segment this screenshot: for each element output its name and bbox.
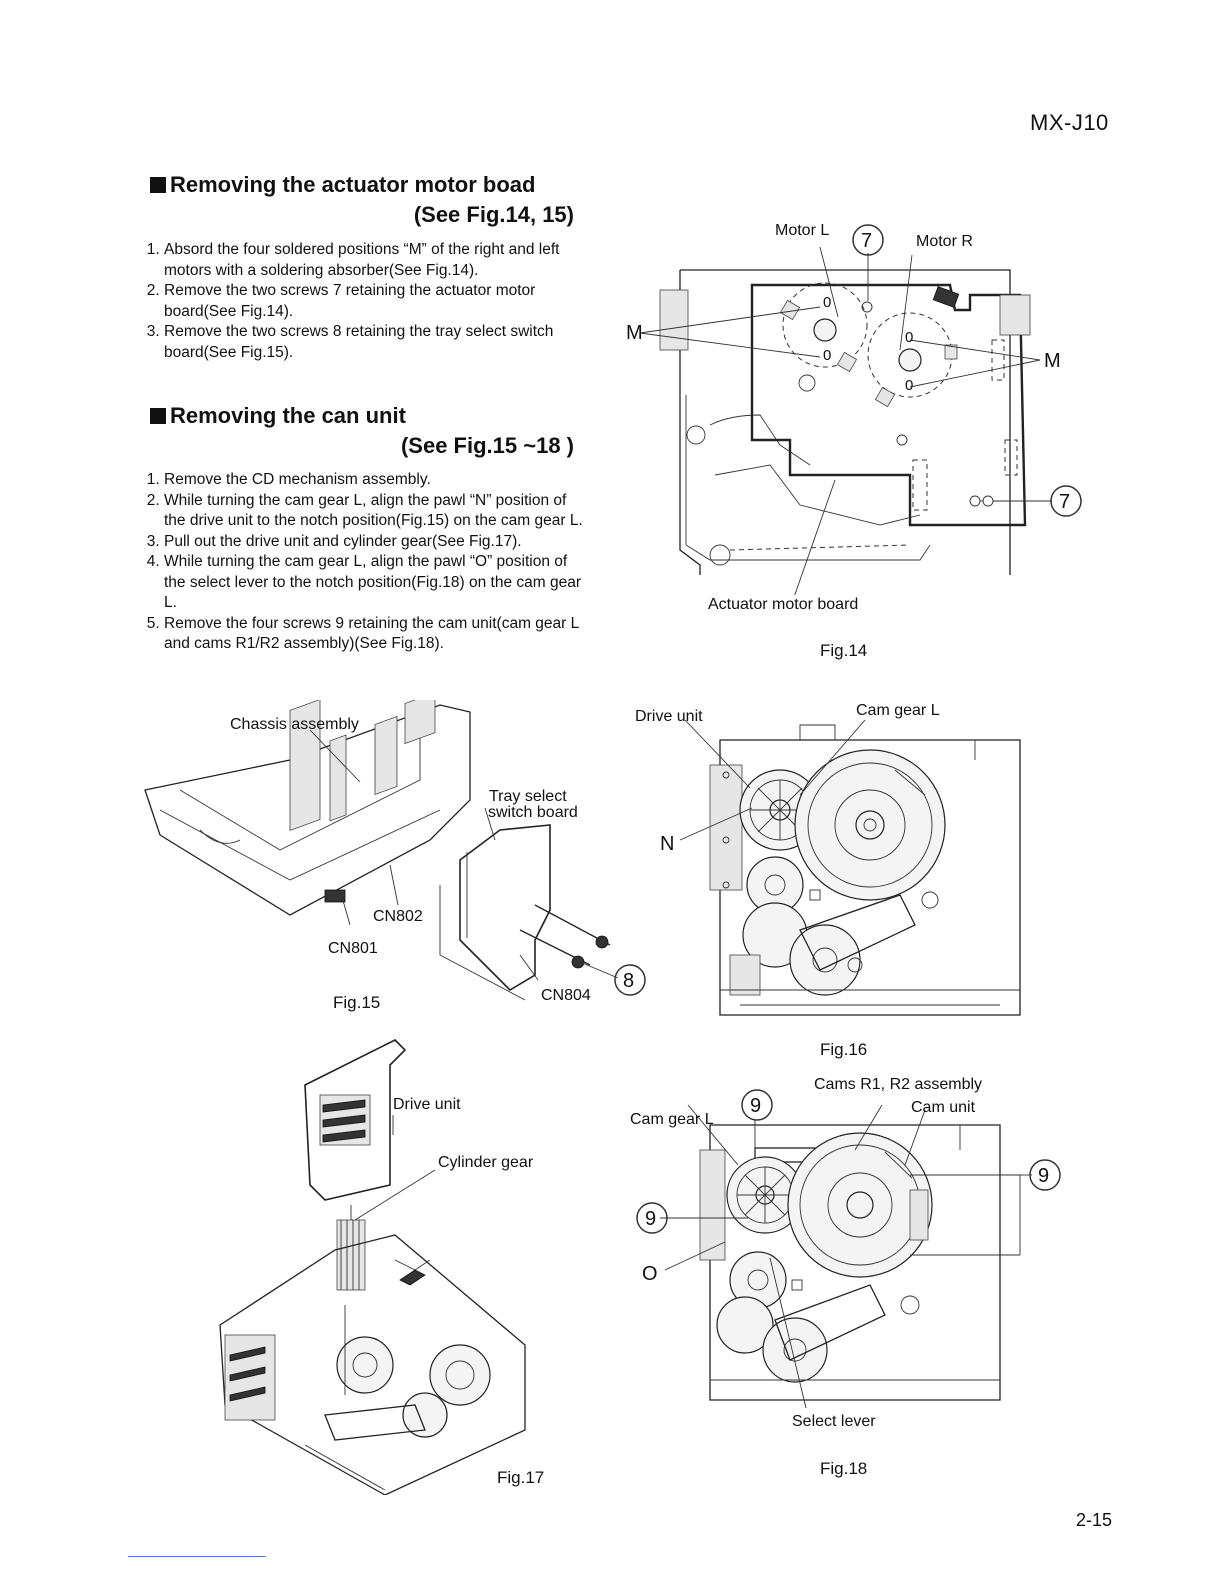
fig16-drawing: N: [660, 719, 1021, 1016]
fig14-m-right: M: [1044, 350, 1061, 372]
page-number: 2-15: [1076, 1510, 1113, 1530]
fig15-cn804-label: CN804: [541, 987, 591, 1004]
fig18-o-label: O: [642, 1263, 658, 1285]
fig18-cam-gear-l-label: Cam gear L: [630, 1111, 714, 1128]
fig18-select-lever-label: Select lever: [792, 1413, 876, 1430]
footer-divider: [128, 1556, 266, 1557]
fig18-caption: Fig.18: [820, 1459, 868, 1478]
section2-title-text: Removing the can unit: [170, 403, 406, 428]
section1-steps: Absord the four soldered positions “M” o…: [138, 240, 584, 363]
svg-text:0: 0: [823, 294, 831, 311]
fig16-cam-gear-l-label: Cam gear L: [856, 702, 940, 719]
svg-text:0: 0: [905, 329, 913, 346]
section1-ref: (See Fig.14, 15): [413, 202, 574, 227]
section2-step-1: Remove the CD mechanism assembly.: [164, 470, 584, 491]
section2-steps: Remove the CD mechanism assembly. While …: [138, 470, 584, 655]
svg-text:0: 0: [823, 347, 831, 364]
fig15-drawing: 8: [144, 700, 646, 1001]
model-number: MX-J10: [1030, 110, 1109, 135]
fig17-caption: Fig.17: [497, 1468, 545, 1487]
fig15-caption: Fig.15: [333, 993, 381, 1012]
section2-step-3: Pull out the drive unit and cylinder gea…: [164, 532, 584, 553]
section1-step-3: Remove the two screws 8 retaining the tr…: [164, 322, 584, 363]
fig15-screw-8: 8: [623, 970, 634, 992]
section1-title-text: Removing the actuator motor boad: [170, 172, 536, 197]
fig15-cn802-label: CN802: [373, 908, 423, 925]
section2-ref: (See Fig.15 ~18 ): [400, 433, 574, 458]
fig16-n-label: N: [660, 833, 674, 855]
fig14-drawing: 0 0 0 0 7 7 M M: [626, 224, 1082, 595]
fig17-drive-unit-label: Drive unit: [393, 1096, 461, 1113]
fig15-switch-board-label: switch board: [488, 804, 578, 821]
section2-step-2: While turning the cam gear L, align the …: [164, 491, 584, 532]
section2-step-4: While turning the cam gear L, align the …: [164, 552, 584, 614]
fig14-screw-7-top: 7: [861, 230, 872, 252]
fig14-board-label: Actuator motor board: [708, 596, 859, 613]
section2-step-5: Remove the four screws 9 retaining the c…: [164, 614, 584, 655]
fig14-motor-r-label: Motor R: [916, 233, 973, 250]
fig15-tray-select-label: Tray select: [489, 788, 567, 805]
bullet-square-icon: [150, 408, 166, 424]
section1-step-2: Remove the two screws 7 retaining the ac…: [164, 281, 584, 322]
fig14-motor-l-label: Motor L: [775, 222, 830, 239]
fig18-cam-unit-label: Cam unit: [911, 1099, 976, 1116]
fig14-m-left: M: [626, 322, 643, 344]
bullet-square-icon: [150, 177, 166, 193]
fig17-cylinder-gear-label: Cylinder gear: [438, 1154, 534, 1171]
fig15-cn801-label: CN801: [328, 940, 378, 957]
fig18-screw-9-top: 9: [750, 1095, 761, 1117]
fig18-drawing: 9 9 9 O: [636, 1089, 1061, 1409]
section2-title: Removing the can unit: [150, 403, 406, 429]
section1-step-1: Absord the four soldered positions “M” o…: [164, 240, 584, 281]
fig18-cams-label: Cams R1, R2 assembly: [814, 1076, 983, 1093]
fig17-drawing: [219, 1039, 526, 1495]
svg-text:0: 0: [905, 377, 913, 394]
fig18-screw-9-left: 9: [645, 1208, 656, 1230]
section1-title: Removing the actuator motor boad: [150, 172, 535, 198]
fig16-drive-unit-label: Drive unit: [635, 708, 703, 725]
fig16-caption: Fig.16: [820, 1040, 868, 1059]
fig18-screw-9-right: 9: [1038, 1165, 1049, 1187]
fig14-screw-7-right: 7: [1059, 491, 1070, 513]
fig15-chassis-label: Chassis assembly: [230, 716, 359, 733]
fig14-caption: Fig.14: [820, 641, 868, 660]
